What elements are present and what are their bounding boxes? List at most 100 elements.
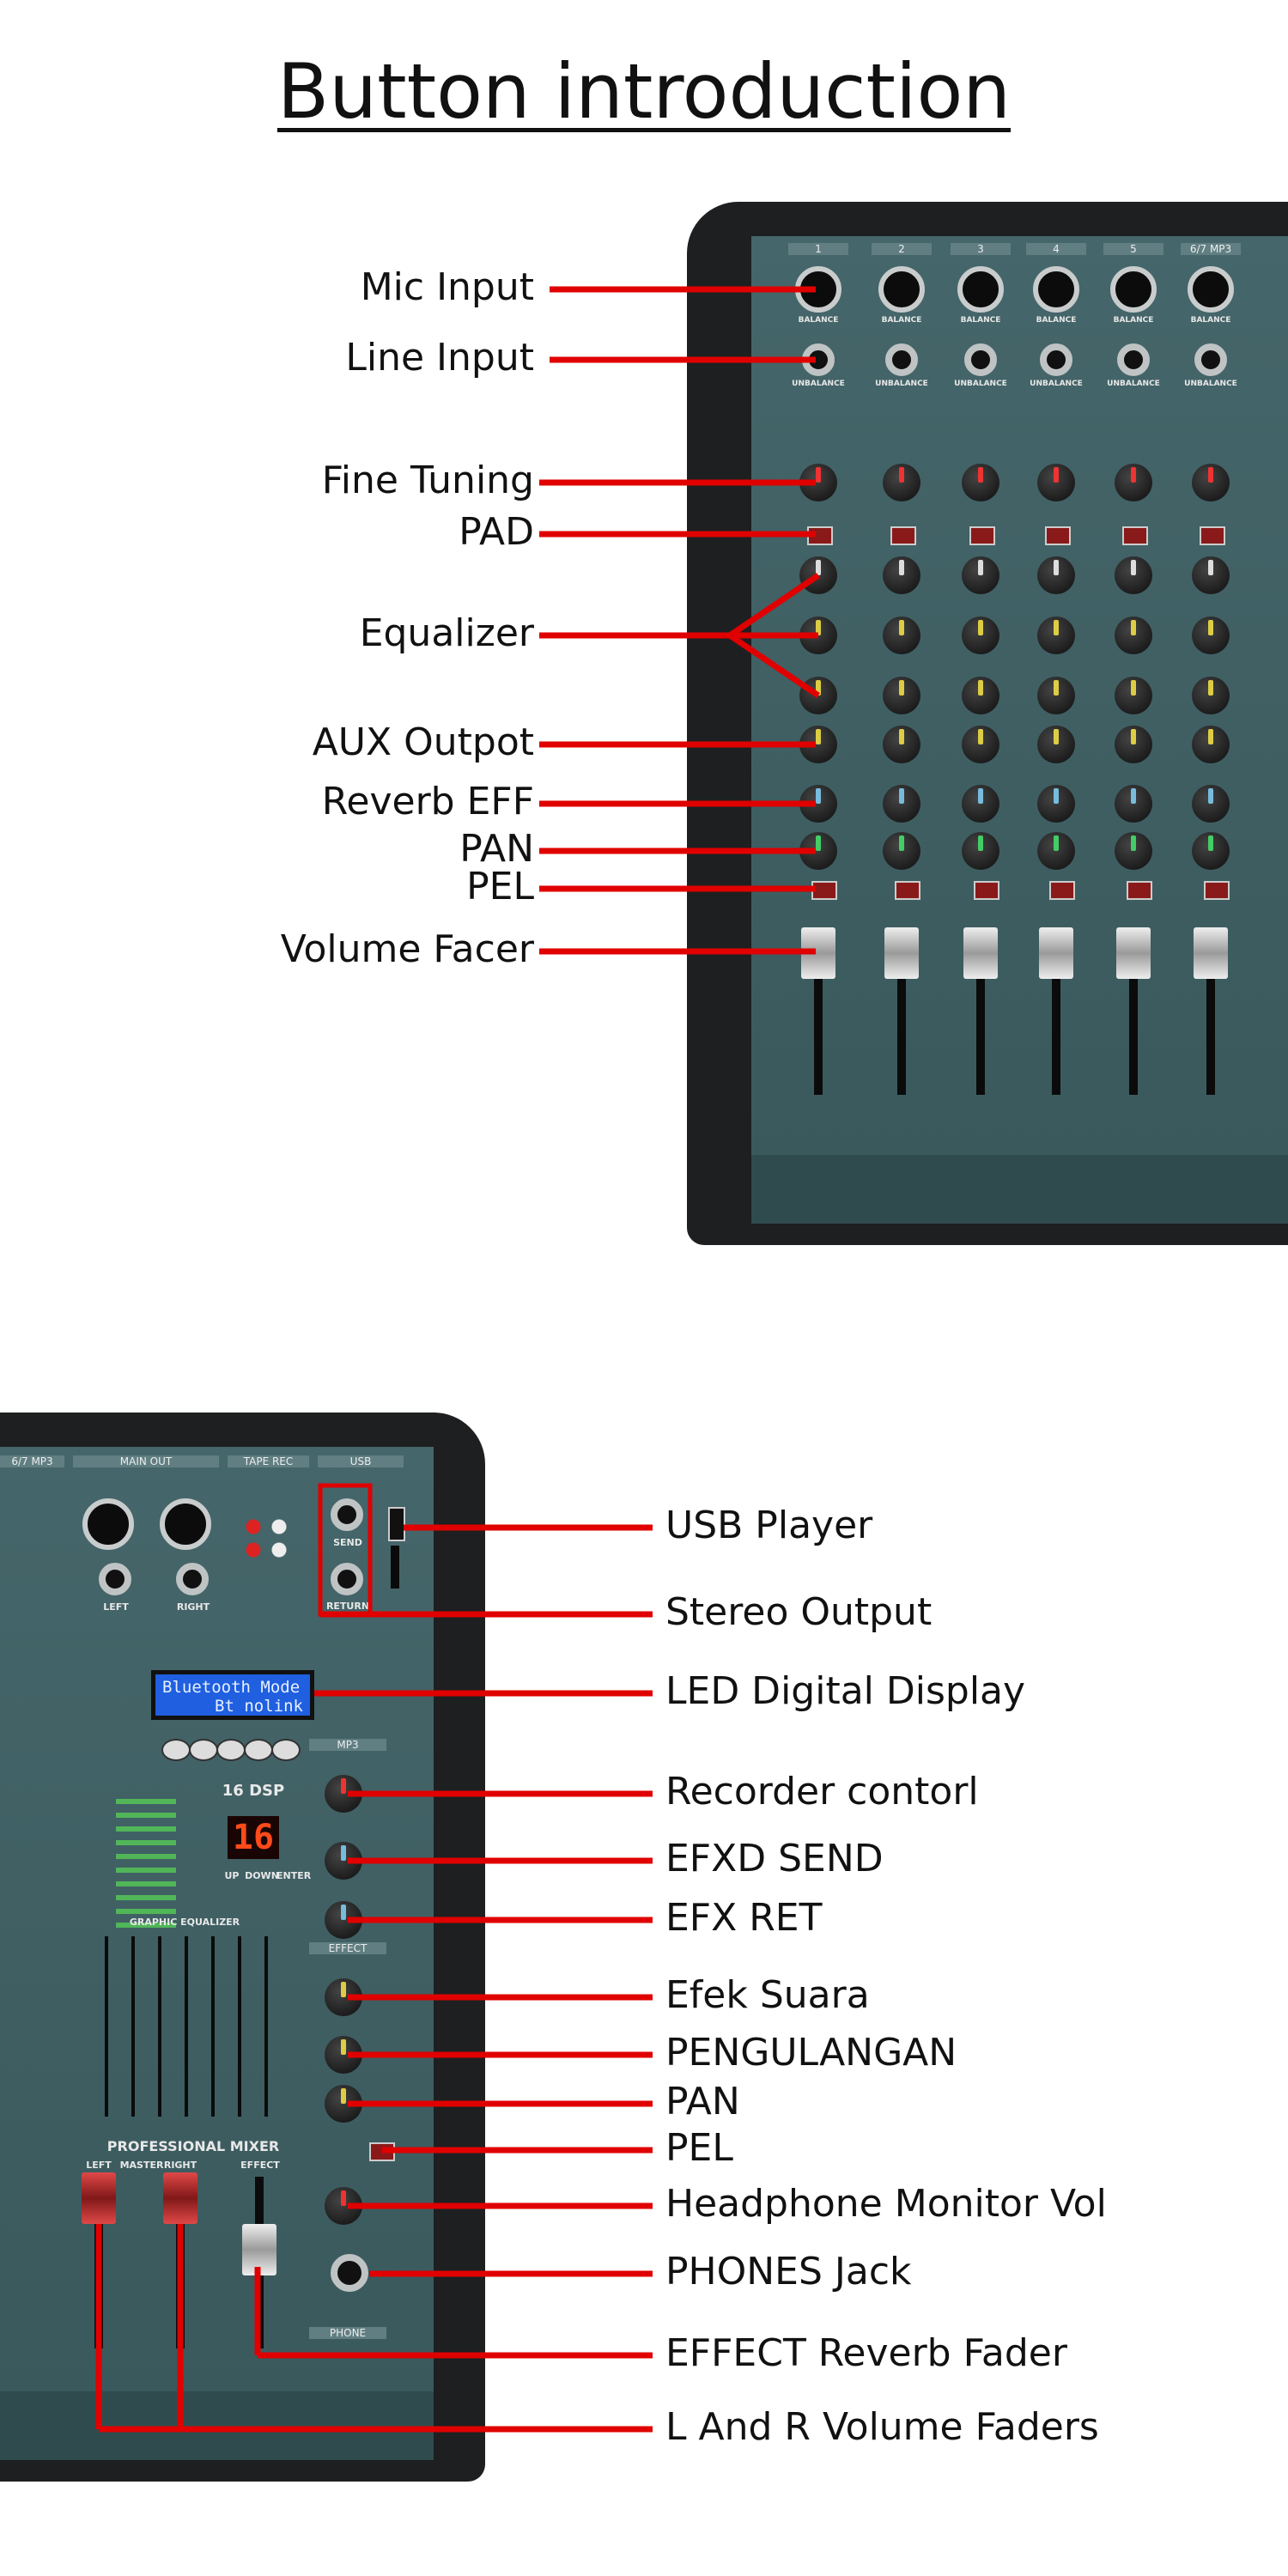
aux-knob[interactable] — [883, 726, 920, 763]
eq-low-knob[interactable] — [1192, 677, 1230, 714]
label-reverb-eff: Reverb EFF — [321, 780, 534, 823]
eq-high-knob[interactable] — [962, 556, 999, 594]
line-input-jack[interactable] — [1040, 343, 1072, 376]
line-input-jack[interactable] — [885, 343, 918, 376]
header-67mp3: 6/7 MP3 — [0, 1455, 64, 1467]
send-jack[interactable] — [331, 1498, 363, 1531]
effect-knob[interactable] — [1115, 785, 1152, 823]
effect-knob[interactable] — [883, 785, 920, 823]
mic-input-xlr[interactable] — [957, 266, 1004, 313]
eq-low-knob[interactable] — [962, 677, 999, 714]
level-meter — [116, 1790, 176, 1936]
pad-button[interactable] — [1200, 526, 1225, 545]
eq-mid-knob[interactable] — [1037, 617, 1075, 654]
eq-low-knob[interactable] — [1037, 677, 1075, 714]
left-fader[interactable] — [82, 2172, 116, 2224]
pad-button[interactable] — [1045, 526, 1071, 545]
pan-knob[interactable] — [962, 832, 999, 870]
gain-knob[interactable] — [1192, 464, 1230, 501]
pad-button[interactable] — [969, 526, 995, 545]
aux-knob[interactable] — [1115, 726, 1152, 763]
sd-card-slot[interactable] — [391, 1546, 399, 1589]
eq-mid-knob[interactable] — [883, 617, 920, 654]
eq-high-knob[interactable] — [1115, 556, 1152, 594]
label-equalizer: Equalizer — [359, 611, 534, 655]
effect-knob[interactable] — [1192, 785, 1230, 823]
eq-high-knob[interactable] — [1037, 556, 1075, 594]
label-recorder-contorl: Recorder contorl — [665, 1770, 979, 1814]
aux-knob[interactable] — [1192, 726, 1230, 763]
eq-high-knob[interactable] — [1192, 556, 1230, 594]
tape-rec-rca[interactable] — [240, 1511, 292, 1563]
line-input-jack[interactable] — [1117, 343, 1150, 376]
pfl-button[interactable] — [1127, 881, 1152, 900]
mixer-top-front — [751, 1155, 1288, 1224]
aux-knob[interactable] — [1037, 726, 1075, 763]
dsp-logo: 16 DSP — [222, 1782, 285, 1800]
main-out-right-xlr[interactable] — [160, 1498, 211, 1550]
pan-knob[interactable] — [1037, 832, 1075, 870]
aux-knob[interactable] — [962, 726, 999, 763]
pfl-button[interactable] — [1049, 881, 1075, 900]
unbalance-label: UNBALANCE — [875, 380, 928, 388]
effect-section-label: EFFECT — [309, 1942, 386, 1954]
pan-knob[interactable] — [1192, 832, 1230, 870]
channel-fader[interactable] — [1194, 927, 1228, 979]
gain-knob[interactable] — [962, 464, 999, 501]
dsp-enter-label: ENTER — [276, 1870, 312, 1881]
main-out-left-xlr[interactable] — [82, 1498, 134, 1550]
eq-mid-knob[interactable] — [1192, 617, 1230, 654]
effect-knob[interactable] — [1037, 785, 1075, 823]
pan-knob[interactable] — [1115, 832, 1152, 870]
main-out-left-jack[interactable] — [99, 1563, 131, 1595]
brand-label: PROFESSIONAL MIXER — [106, 2138, 280, 2154]
graphic-eq-sliders[interactable] — [94, 1936, 283, 2117]
pad-button[interactable] — [1122, 526, 1148, 545]
gain-knob[interactable] — [1037, 464, 1075, 501]
label-pan: PAN — [459, 827, 534, 871]
effect-knob[interactable] — [962, 785, 999, 823]
gain-knob[interactable] — [883, 464, 920, 501]
graphic-eq-label: GRAPHIC EQUALIZER — [129, 1917, 240, 1928]
label-fine-tuning: Fine Tuning — [321, 459, 534, 502]
channel-fader[interactable] — [884, 927, 919, 979]
phones-jack[interactable] — [331, 2254, 368, 2292]
eq-mid-knob[interactable] — [1115, 617, 1152, 654]
main-out-right-jack[interactable] — [176, 1563, 209, 1595]
right-fader[interactable] — [163, 2172, 197, 2224]
label-efxd-send: EFXD SEND — [665, 1837, 884, 1880]
usb-port[interactable] — [388, 1507, 405, 1541]
lcd-line-1: Bluetooth Mode — [162, 1678, 301, 1697]
pad-button[interactable] — [890, 526, 916, 545]
line-input-jack[interactable] — [964, 343, 997, 376]
mic-input-xlr[interactable] — [878, 266, 925, 313]
pfl-button[interactable] — [1204, 881, 1230, 900]
channel-fader[interactable] — [1039, 927, 1073, 979]
balance-label: BALANCE — [1036, 316, 1077, 325]
eq-high-knob[interactable] — [883, 556, 920, 594]
return-jack[interactable] — [331, 1563, 363, 1595]
dsp-down-label: DOWN — [245, 1870, 279, 1881]
label-pel: PEL — [665, 2126, 733, 2170]
channel-fader[interactable] — [963, 927, 998, 979]
mic-input-xlr[interactable] — [1033, 266, 1079, 313]
eq-mid-knob[interactable] — [962, 617, 999, 654]
label-pel: PEL — [466, 865, 534, 908]
eq-low-knob[interactable] — [1115, 677, 1152, 714]
effect-send-knob[interactable] — [325, 1978, 362, 2016]
label-pan: PAN — [665, 2080, 740, 2123]
lcd-line-2: Bt nolink — [215, 1697, 303, 1716]
mic-input-xlr[interactable] — [1110, 266, 1157, 313]
mic-input-xlr[interactable] — [1188, 266, 1234, 313]
pan-knob[interactable] — [883, 832, 920, 870]
line-input-jack[interactable] — [1194, 343, 1227, 376]
mp3-section-label: MP3 — [309, 1739, 386, 1751]
eq-low-knob[interactable] — [883, 677, 920, 714]
unbalance-label: UNBALANCE — [1030, 380, 1083, 388]
gain-knob[interactable] — [1115, 464, 1152, 501]
channel-fader[interactable] — [1116, 927, 1151, 979]
pfl-button[interactable] — [974, 881, 999, 900]
next-button[interactable] — [271, 1739, 301, 1761]
pfl-button[interactable] — [895, 881, 920, 900]
